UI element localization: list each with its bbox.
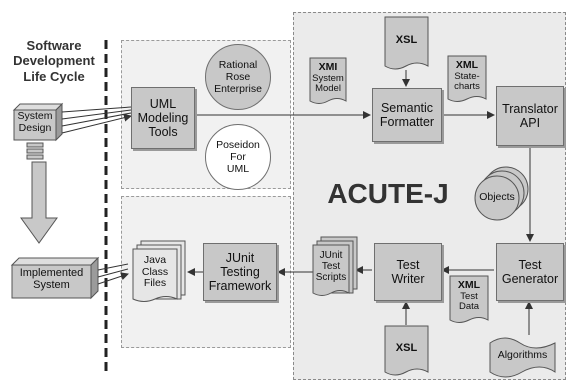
java-class-files-line: Files <box>143 277 167 290</box>
system-design-line: System <box>17 110 53 122</box>
xmi-doc-shape <box>309 57 347 104</box>
translator-api-box: Translator API <box>496 86 564 146</box>
java-class-files-line: Java <box>143 254 167 266</box>
junit-scripts-doc-shape <box>312 244 350 296</box>
objects-circle-shape <box>474 175 520 221</box>
xml-test-data-line: Data <box>458 300 480 312</box>
translator-api-line: Translator <box>502 102 558 116</box>
xml-test-data-label: XML Test Data <box>450 279 488 312</box>
xsl-top-doc-shape <box>384 16 429 70</box>
java-class-files-doc-shape <box>132 248 178 302</box>
uml-tools-line: UML <box>149 97 177 111</box>
semantic-formatter-box: Semantic Formatter <box>372 88 442 142</box>
xmi-line: XMI <box>318 61 338 73</box>
xml-test-data-line: Test <box>460 290 478 302</box>
xml-statecharts-label: XML State- charts <box>448 59 486 92</box>
translator-api-line: API <box>519 116 541 130</box>
xml-test-data-doc-shape <box>449 275 489 323</box>
poseidon-line: Poseidon <box>216 138 260 151</box>
xml-statecharts-line: XML <box>455 59 479 71</box>
xml-statecharts-doc-shape <box>447 55 487 102</box>
implemented-system-line: Implemented <box>19 267 84 279</box>
xsl-top-label: XSL <box>395 34 418 46</box>
xsl-bottom-doc-shape <box>384 325 429 376</box>
xsl-bottom-label: XSL <box>395 342 418 354</box>
system-design-line: Design <box>18 121 52 134</box>
junit-framework-line: Testing <box>220 265 260 279</box>
semantic-formatter-line: Formatter <box>379 115 435 129</box>
xmi-line: System <box>312 72 344 84</box>
xml-statecharts-line: State- <box>454 70 480 82</box>
junit-framework-line: Framework <box>208 279 272 293</box>
rational-rose-line: Enterprise <box>214 83 262 96</box>
poseidon-circle: Poseidon For UML <box>205 124 271 190</box>
system-design-label: System Design <box>14 110 56 135</box>
stripe <box>26 154 44 160</box>
xml-statecharts-line: charts <box>454 80 480 92</box>
poseidon-line: For <box>230 150 246 163</box>
implemented-system-label: Implemented System <box>12 267 91 292</box>
stripe <box>26 142 44 148</box>
xmi-line: Model <box>315 82 341 94</box>
objects-label: Objects <box>479 191 515 203</box>
xml-test-data-line: XML <box>457 279 481 291</box>
test-generator-line: Test <box>518 258 542 272</box>
system-design-block <box>12 102 64 142</box>
test-writer-line: Test <box>396 258 420 272</box>
implemented-system-block <box>10 256 100 300</box>
junit-framework-box: JUnit Testing Framework <box>203 243 277 301</box>
implemented-system-line: System <box>33 279 70 292</box>
junit-framework-line: JUnit <box>225 251 255 265</box>
test-writer-line: Writer <box>391 272 425 286</box>
rational-rose-line: Rose <box>225 70 251 83</box>
test-generator-line: Generator <box>501 272 559 286</box>
algorithms-label: Algorithms <box>497 349 548 361</box>
uml-tools-line: Modeling <box>137 111 189 125</box>
acute-j-title: ACUTE-J <box>327 178 449 209</box>
java-class-files-line: Class <box>141 265 169 278</box>
xmi-system-model-label: XMI System Model <box>310 61 346 94</box>
sdlc-title-line: Life Cycle <box>23 68 85 84</box>
poseidon-line: UML <box>226 163 250 176</box>
uml-tools-line: Tools <box>148 125 178 139</box>
rational-rose-line: Rational <box>218 58 258 71</box>
sdlc-title-line: Software <box>26 38 82 53</box>
java-class-files-label: Java Class Files <box>133 254 177 290</box>
test-generator-box: Test Generator <box>496 243 564 301</box>
semantic-formatter-line: Semantic <box>380 101 434 115</box>
uml-modeling-tools-box: UML Modeling Tools <box>131 87 195 149</box>
algorithms-banner-shape <box>489 337 556 378</box>
junit-test-scripts-label: JUnit Test Scripts <box>313 250 349 283</box>
junit-scripts-line: JUnit <box>319 250 343 261</box>
junit-scripts-line: Test <box>321 261 341 272</box>
rational-rose-circle: Rational Rose Enterprise <box>205 44 271 110</box>
junit-scripts-line: Scripts <box>315 272 347 283</box>
test-writer-box: Test Writer <box>374 243 442 301</box>
stripe <box>26 148 44 154</box>
sdlc-title-line: Development <box>13 53 95 69</box>
sdlc-title: Software Development Life Cycle <box>4 38 104 84</box>
big-down-arrow <box>20 161 58 244</box>
